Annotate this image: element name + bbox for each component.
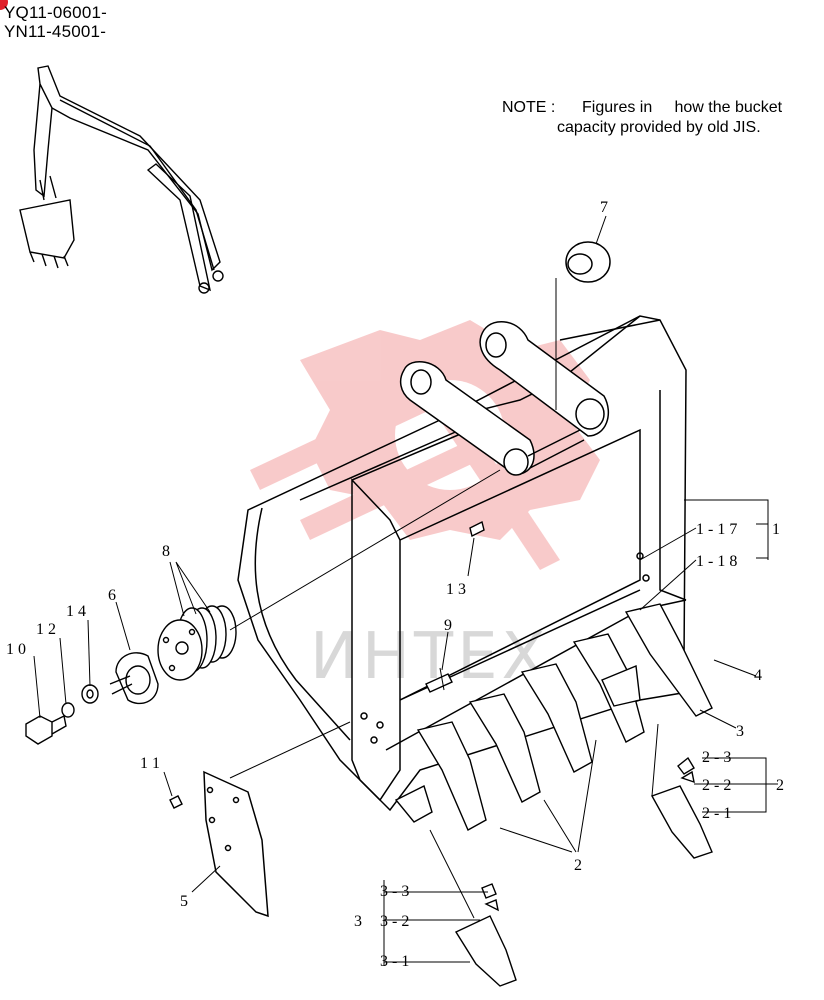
watermark-stripe-2 [300, 440, 480, 540]
washer-part-14 [81, 684, 99, 704]
bushing-part-7 [555, 241, 611, 410]
label-part-1-17: 1 - 1 7 [696, 521, 737, 538]
label-part-3-2: 3 - 2 [380, 913, 409, 930]
watermark-stripe-1 [250, 390, 430, 490]
label-part-3: 3 [736, 723, 744, 740]
red-marker-dot [0, 0, 8, 10]
label-part-3-group: 3 [354, 913, 362, 930]
leader-lines [33, 215, 778, 966]
side-cutter-part-5 [203, 721, 351, 918]
label-part-2-3: 2 - 3 [702, 749, 731, 766]
bolt-part-9 [425, 667, 453, 693]
label-part-5: 5 [180, 893, 188, 910]
excavator-thumbnail [19, 65, 224, 294]
bucket-teeth [394, 603, 713, 831]
note-line-2: capacity provided by old JIS. [557, 119, 761, 136]
label-part-14: 1 4 [66, 603, 86, 620]
side-cutter-hub-part-6 [109, 652, 159, 705]
label-part-9: 9 [444, 617, 452, 634]
serial-number-2: YN11-45001- [4, 22, 107, 41]
label-part-3-3: 3 - 3 [380, 883, 409, 900]
label-part-13: 1 3 [446, 581, 466, 598]
note-line-1: NOTE : Figures in how the bucket [502, 99, 783, 116]
label-part-2: 2 [574, 857, 582, 874]
tooth-part-3-detached [454, 883, 517, 987]
label-part-4: 4 [754, 667, 762, 684]
serial-number-1: YQ11-06001- [4, 3, 108, 22]
mounting-bracket [399, 321, 609, 476]
label-part-3-1: 3 - 1 [380, 953, 409, 970]
label-part-1: 1 [772, 521, 780, 538]
label-part-12: 1 2 [36, 621, 56, 638]
label-part-7: 7 [600, 199, 608, 216]
label-part-2-1: 2 - 1 [702, 805, 731, 822]
nut-part-11 [169, 795, 183, 809]
label-part-10: 1 0 [6, 641, 26, 658]
pin-part-13 [469, 520, 485, 538]
label-part-6: 6 [108, 587, 116, 604]
tooth-part-2-detached [650, 756, 713, 859]
bolt-part-10 [25, 714, 67, 745]
label-part-1-18: 1 - 1 8 [696, 553, 737, 570]
label-part-2-2: 2 - 2 [702, 777, 731, 794]
label-part-8: 8 [162, 543, 170, 560]
spring-washer-part-12 [61, 702, 75, 718]
label-part-11: 1 1 [140, 755, 160, 772]
label-part-2-group: 2 [776, 777, 784, 794]
watermark-text: ИНТЕХ [310, 620, 549, 694]
shim-stack-part-8 [157, 469, 501, 681]
